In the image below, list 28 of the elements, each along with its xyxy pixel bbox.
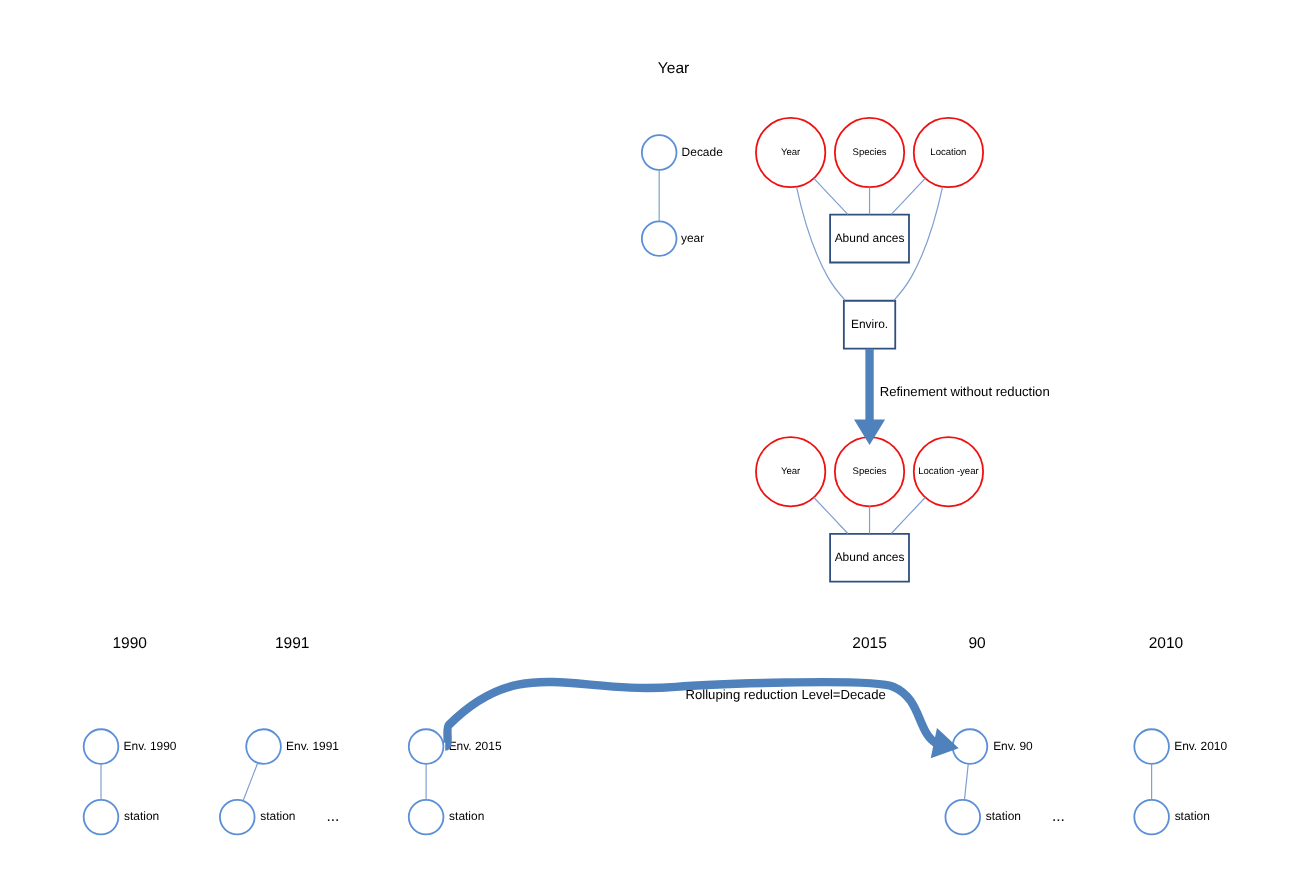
connector bbox=[963, 763, 969, 800]
connector bbox=[868, 505, 871, 535]
connector bbox=[658, 169, 660, 222]
node-circle bbox=[82, 798, 120, 836]
connector bbox=[100, 763, 102, 800]
connector bbox=[893, 186, 944, 301]
connector bbox=[425, 763, 427, 800]
connector bbox=[242, 762, 259, 802]
node-circle bbox=[407, 728, 445, 765]
node-circle bbox=[82, 728, 120, 765]
connector bbox=[890, 496, 926, 535]
node-circle bbox=[1133, 798, 1170, 836]
node-circle bbox=[944, 798, 981, 836]
connector bbox=[868, 186, 871, 215]
node-circle bbox=[245, 728, 282, 765]
node-circle bbox=[1133, 728, 1170, 765]
arrow bbox=[854, 348, 886, 445]
connector bbox=[890, 177, 926, 215]
arrow bbox=[441, 677, 959, 759]
connector bbox=[813, 496, 849, 535]
connector bbox=[1151, 763, 1153, 800]
node-circle bbox=[640, 134, 678, 171]
node-circle bbox=[640, 220, 678, 257]
node-circle bbox=[407, 798, 445, 836]
node-circle bbox=[951, 728, 989, 765]
node-circle bbox=[219, 798, 256, 836]
connector bbox=[813, 177, 849, 215]
connector bbox=[796, 186, 846, 301]
